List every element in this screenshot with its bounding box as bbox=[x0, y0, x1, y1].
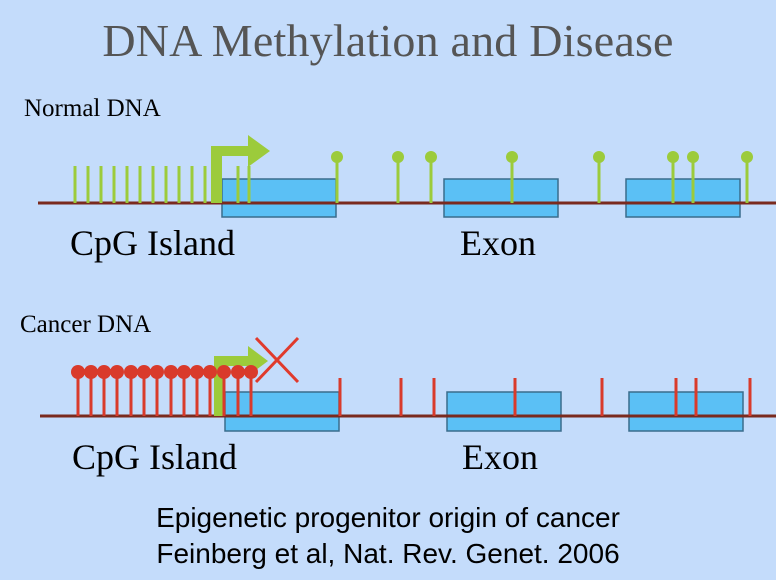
normal-cpg-island-label: CpG Island bbox=[70, 223, 235, 263]
cancer-cpg-island-label: CpG Island bbox=[72, 437, 237, 477]
citation-line-2: Feinberg et al, Nat. Rev. Genet. 2006 bbox=[156, 538, 620, 569]
normal-exon-2 bbox=[443, 178, 559, 218]
blocked-transcription-x bbox=[254, 336, 300, 384]
normal-exon-label: Exon bbox=[460, 223, 536, 263]
cancer-exon-3 bbox=[628, 391, 744, 432]
citation-line-1: Epigenetic progenitor origin of cancer bbox=[156, 502, 620, 533]
normal-exon-3 bbox=[625, 178, 741, 218]
cancer-methylated-cpgs bbox=[71, 365, 258, 416]
cancer-dna-label: Cancer DNA bbox=[20, 311, 152, 338]
normal-dna-track bbox=[38, 135, 776, 218]
normal-scattered-cpgs bbox=[331, 151, 753, 203]
cancer-exon-2 bbox=[446, 391, 562, 432]
cancer-exon-1 bbox=[224, 391, 340, 432]
cancer-dna-track bbox=[40, 336, 776, 432]
page-title: DNA Methylation and Disease bbox=[102, 15, 674, 66]
normal-transcription-arrow bbox=[211, 135, 270, 203]
normal-cpg-ticks bbox=[73, 166, 251, 203]
normal-dna-label: Normal DNA bbox=[24, 95, 161, 122]
cancer-exon-label: Exon bbox=[462, 437, 538, 477]
cancer-scattered-cpgs bbox=[338, 378, 752, 416]
